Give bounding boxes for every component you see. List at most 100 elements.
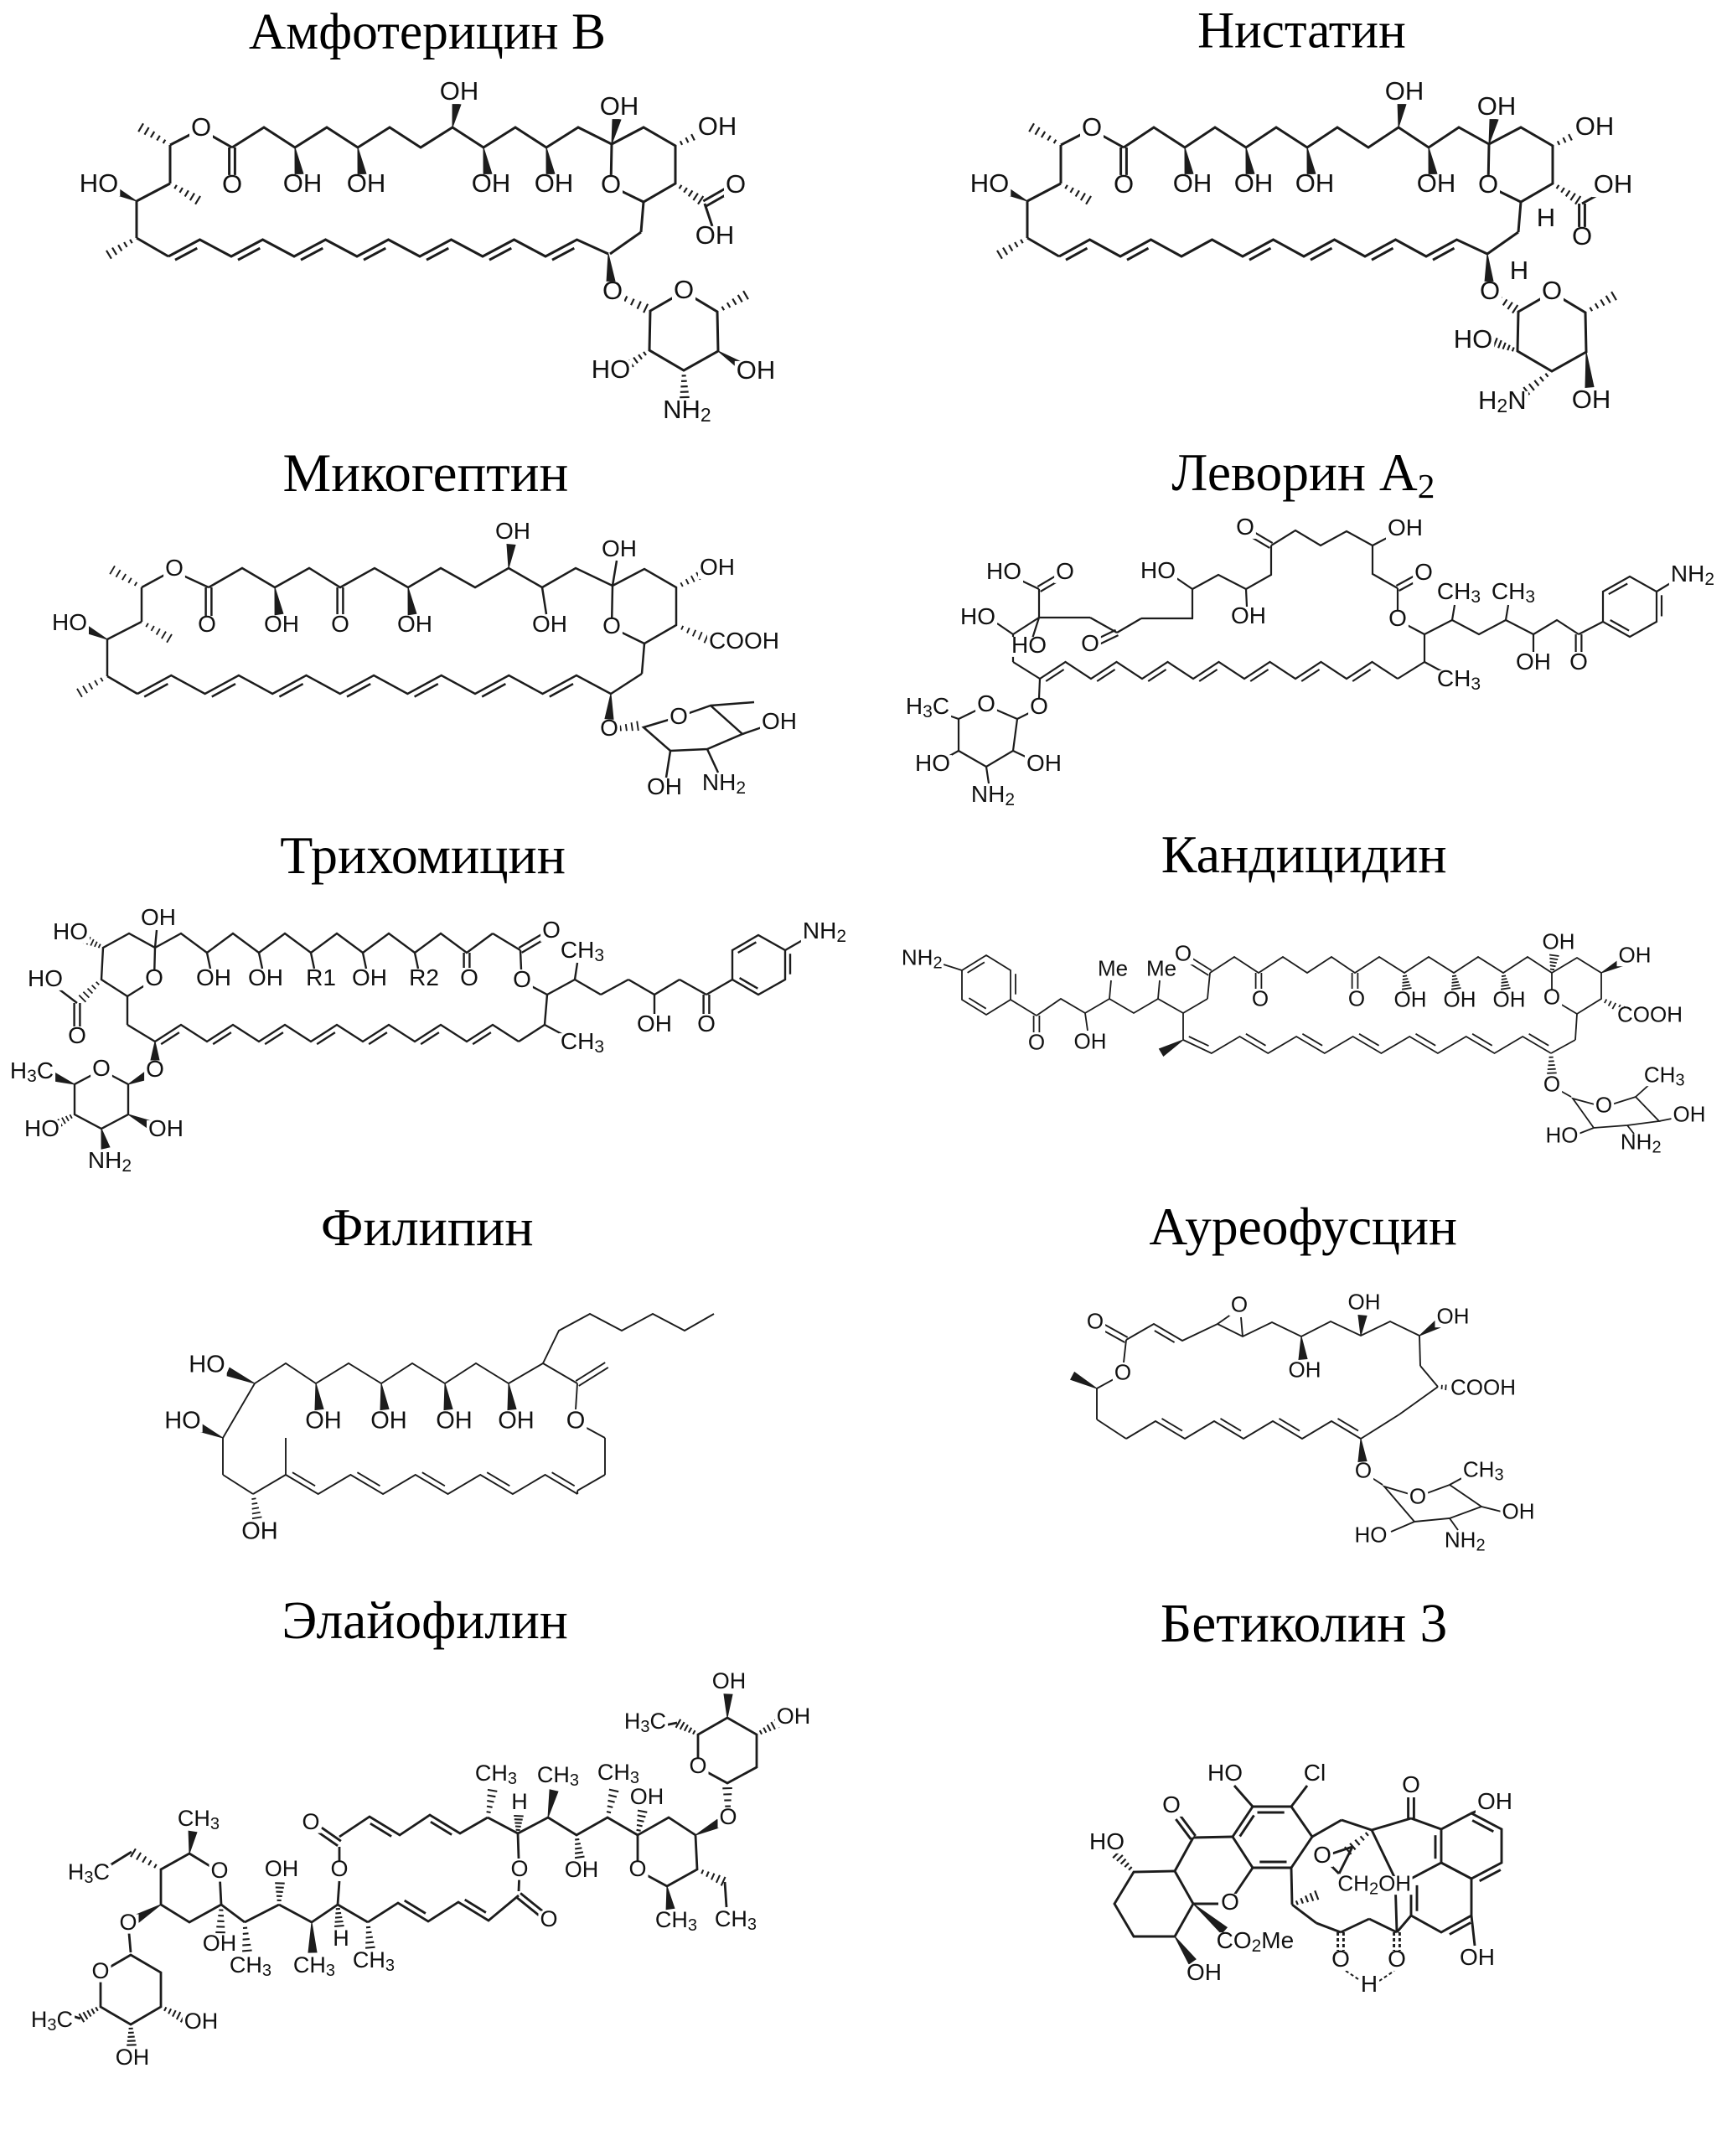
svg-text:O: O bbox=[1348, 986, 1365, 1011]
svg-text:OH: OH bbox=[1437, 1304, 1470, 1329]
svg-text:O: O bbox=[146, 1056, 164, 1082]
svg-text:O: O bbox=[1114, 169, 1134, 199]
svg-text:O: O bbox=[1409, 1484, 1426, 1509]
svg-text:OH: OH bbox=[1388, 514, 1423, 540]
svg-text:O: O bbox=[331, 1856, 349, 1881]
svg-text:OH: OH bbox=[535, 168, 574, 198]
svg-text:CH3: CH3 bbox=[230, 1952, 271, 1980]
svg-text:O: O bbox=[1081, 630, 1099, 656]
svg-text:OH: OH bbox=[1074, 1029, 1107, 1054]
svg-text:OH: OH bbox=[305, 1407, 342, 1434]
svg-text:OH: OH bbox=[1477, 91, 1517, 121]
svg-text:HO: HO bbox=[189, 1351, 225, 1378]
svg-text:CH3: CH3 bbox=[655, 1907, 697, 1935]
svg-text:COOH: COOH bbox=[1450, 1375, 1516, 1400]
svg-text:Филипин: Филипин bbox=[321, 1197, 534, 1257]
svg-text:CH3: CH3 bbox=[1644, 1062, 1685, 1090]
svg-text:HO: HO bbox=[1355, 1523, 1388, 1548]
svg-text:OH: OH bbox=[1673, 1102, 1706, 1127]
svg-text:O: O bbox=[1331, 1946, 1350, 1972]
svg-text:CH3: CH3 bbox=[715, 1906, 757, 1934]
svg-text:H: H bbox=[1361, 1971, 1378, 1997]
svg-text:O: O bbox=[542, 917, 561, 943]
svg-text:O: O bbox=[1478, 169, 1498, 199]
svg-text:OH: OH bbox=[600, 91, 639, 121]
svg-text:OH: OH bbox=[1173, 168, 1212, 198]
svg-text:OH: OH bbox=[1516, 649, 1551, 675]
svg-text:O: O bbox=[1028, 1030, 1045, 1055]
svg-text:H: H bbox=[333, 1926, 349, 1951]
svg-text:HO: HO bbox=[970, 168, 1010, 198]
svg-text:H: H bbox=[1537, 203, 1555, 232]
svg-text:O: O bbox=[1221, 1889, 1239, 1915]
svg-text:HO: HO bbox=[960, 603, 995, 629]
svg-text:OH: OH bbox=[1234, 168, 1274, 198]
svg-text:NH2: NH2 bbox=[702, 769, 746, 798]
svg-text:O: O bbox=[600, 715, 618, 741]
svg-text:OH: OH bbox=[1295, 168, 1335, 198]
svg-text:NH2: NH2 bbox=[663, 395, 711, 426]
svg-text:O: O bbox=[1252, 986, 1269, 1011]
svg-text:CH3: CH3 bbox=[1492, 578, 1535, 607]
svg-text:OH: OH bbox=[1502, 1499, 1535, 1524]
svg-text:O: O bbox=[1114, 1360, 1131, 1385]
svg-text:HO: HO bbox=[1011, 632, 1047, 658]
svg-text:OH: OH bbox=[1493, 987, 1526, 1012]
svg-text:H3C: H3C bbox=[624, 1709, 666, 1736]
svg-text:OH: OH bbox=[265, 1856, 299, 1881]
svg-text:NH2: NH2 bbox=[803, 918, 846, 946]
svg-text:OH: OH bbox=[712, 1668, 747, 1693]
svg-text:O: O bbox=[670, 703, 688, 729]
svg-text:O: O bbox=[302, 1809, 320, 1834]
svg-text:OH: OH bbox=[565, 1857, 599, 1882]
svg-text:CH3: CH3 bbox=[178, 1806, 220, 1833]
svg-text:OH: OH bbox=[532, 611, 567, 637]
svg-text:O: O bbox=[1388, 605, 1407, 631]
svg-text:Трихомицин: Трихомицин bbox=[280, 825, 566, 885]
svg-text:OH: OH bbox=[1477, 1788, 1512, 1814]
svg-text:HO: HO bbox=[24, 1115, 59, 1141]
svg-text:O: O bbox=[1388, 1946, 1406, 1972]
svg-text:HO: HO bbox=[915, 750, 950, 776]
svg-text:O: O bbox=[690, 1753, 707, 1778]
svg-text:OH: OH bbox=[1348, 1290, 1381, 1315]
svg-text:H3C: H3C bbox=[68, 1859, 110, 1887]
svg-text:O: O bbox=[1030, 693, 1048, 719]
svg-text:O: O bbox=[222, 169, 242, 199]
svg-text:OH: OH bbox=[264, 611, 299, 637]
svg-text:OH: OH bbox=[1575, 111, 1615, 141]
svg-text:O: O bbox=[191, 112, 211, 142]
svg-text:Микогептин: Микогептин bbox=[283, 443, 569, 504]
svg-text:NH2: NH2 bbox=[902, 945, 943, 973]
svg-text:OH: OH bbox=[116, 2045, 150, 2070]
svg-text:OH: OH bbox=[1394, 987, 1427, 1012]
svg-text:CH3: CH3 bbox=[293, 1952, 335, 1980]
svg-text:HO: HO bbox=[164, 1407, 201, 1434]
svg-text:OH: OH bbox=[241, 1517, 278, 1544]
svg-text:O: O bbox=[165, 555, 184, 581]
svg-text:OH: OH bbox=[1026, 750, 1062, 776]
svg-text:OH: OH bbox=[1385, 76, 1424, 106]
svg-text:O: O bbox=[68, 1022, 86, 1048]
svg-text:O: O bbox=[1572, 221, 1592, 251]
svg-text:O: O bbox=[674, 275, 694, 304]
svg-text:O: O bbox=[92, 1055, 111, 1081]
svg-text:O: O bbox=[1543, 1072, 1560, 1097]
svg-text:OH: OH bbox=[1417, 168, 1456, 198]
svg-text:O: O bbox=[1543, 985, 1560, 1010]
svg-text:CH3: CH3 bbox=[1463, 1457, 1504, 1485]
svg-text:CH2OH: CH2OH bbox=[1337, 1871, 1411, 1899]
svg-text:O: O bbox=[602, 276, 623, 305]
svg-text:H3C: H3C bbox=[10, 1057, 54, 1086]
svg-text:OH: OH bbox=[1572, 385, 1611, 414]
svg-text:OH: OH bbox=[440, 76, 479, 106]
svg-text:O: O bbox=[1569, 649, 1588, 675]
svg-text:O: O bbox=[601, 169, 621, 199]
svg-text:O: O bbox=[629, 1856, 647, 1881]
svg-text:O: O bbox=[513, 966, 531, 992]
svg-text:OH: OH bbox=[203, 1931, 236, 1956]
svg-text:O: O bbox=[1236, 514, 1254, 540]
svg-text:OH: OH bbox=[498, 1407, 535, 1434]
svg-text:O: O bbox=[1175, 941, 1192, 966]
svg-text:CH3: CH3 bbox=[597, 1760, 639, 1787]
